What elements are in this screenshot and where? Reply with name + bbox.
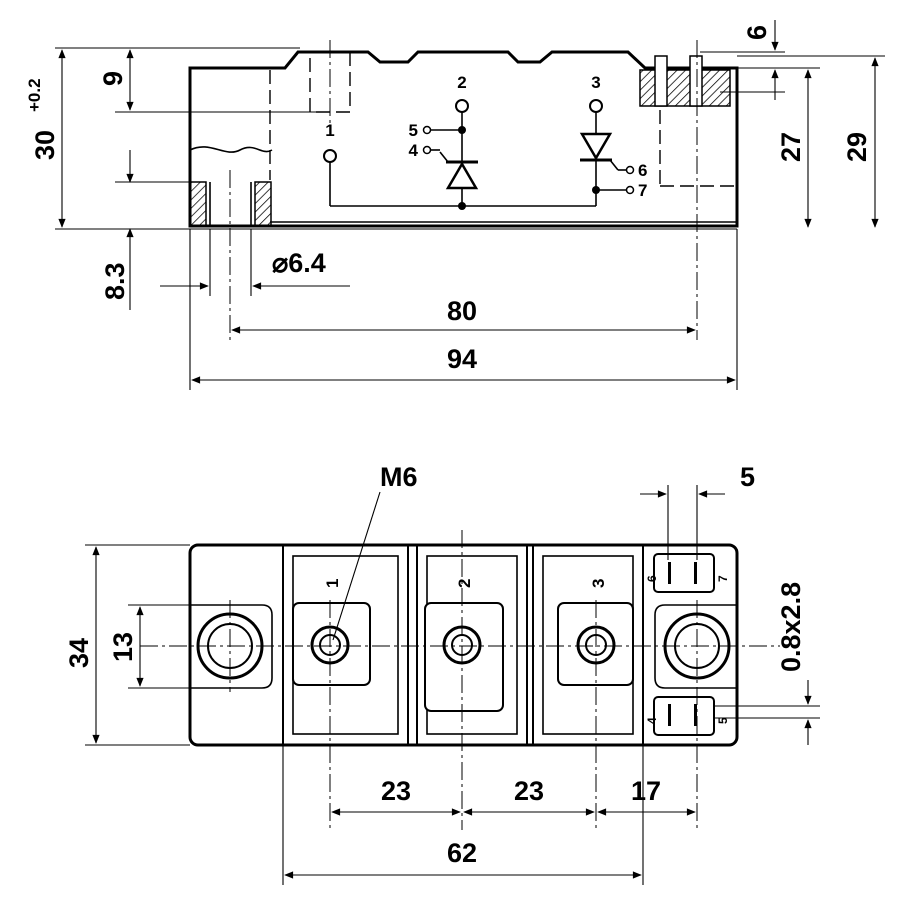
thread-label-m6: M6 xyxy=(380,462,418,492)
top-terminal-2-label: 2 xyxy=(455,579,474,588)
dim-tab-size: 0.8x2.8 xyxy=(776,582,806,672)
dim-tab-width: 5 xyxy=(740,462,755,492)
side-pin-hatch xyxy=(639,69,731,107)
side-housing xyxy=(188,50,739,228)
dim-hole-pitch: 80 xyxy=(447,296,477,326)
aux-connector-lower xyxy=(653,696,715,736)
dim-total-height-tolerance: +0.2 xyxy=(25,78,44,112)
dim-pitch-total: 62 xyxy=(447,838,477,868)
side-hole-hatch-right xyxy=(254,181,272,227)
schematic-terminal-1: 1 xyxy=(325,121,334,140)
aux-pin-6-label: 6 xyxy=(645,575,659,582)
thyristor-2-symbol xyxy=(579,132,613,161)
dim-total-height: 30 xyxy=(30,130,60,160)
dim-hole-diameter: ⌀6.4 xyxy=(272,248,326,278)
aux-pin-5-label: 5 xyxy=(716,717,730,724)
aux-pin-4-label: 4 xyxy=(645,717,659,724)
dim-pitch-3-aux: 17 xyxy=(631,776,661,806)
aux-connector-upper xyxy=(653,553,715,593)
schematic: 1 2 3 5 4 6 7 xyxy=(323,73,647,210)
top-terminal-3-label: 3 xyxy=(589,579,608,588)
dim-width: 34 xyxy=(64,638,94,668)
schematic-gate-pin-6: 6 xyxy=(638,161,647,180)
dim-terminal-offset: 9 xyxy=(98,71,128,86)
dim-tab-height: 6 xyxy=(742,25,772,40)
side-section-break xyxy=(189,146,273,153)
thyristor-1-symbol xyxy=(445,161,479,190)
dim-hole-spacing: 13 xyxy=(108,632,138,662)
side-hole-hatch-left xyxy=(189,181,207,227)
aux-pin-7-label: 7 xyxy=(716,575,730,582)
schematic-gate-pin-4: 4 xyxy=(409,141,419,160)
top-view: 1 2 3 6 7 4 5 M6 34 13 xyxy=(64,462,820,885)
schematic-terminal-3: 3 xyxy=(591,73,600,92)
schematic-terminal-2: 2 xyxy=(457,73,466,92)
dim-tab-top-height: 29 xyxy=(842,132,872,162)
dim-overall-length: 94 xyxy=(447,344,477,374)
schematic-gate-pin-5: 5 xyxy=(409,121,418,140)
dim-pitch-1-2: 23 xyxy=(381,776,411,806)
dim-base-thickness: 8.3 xyxy=(100,262,130,300)
schematic-gate-pin-7: 7 xyxy=(638,181,647,200)
dim-pitch-2-3: 23 xyxy=(514,776,544,806)
top-terminal-1-label: 1 xyxy=(323,579,342,588)
side-view: 1 2 3 5 4 6 7 30 +0.2 9 8.3 xyxy=(25,20,885,390)
dim-housing-height: 27 xyxy=(776,132,806,162)
